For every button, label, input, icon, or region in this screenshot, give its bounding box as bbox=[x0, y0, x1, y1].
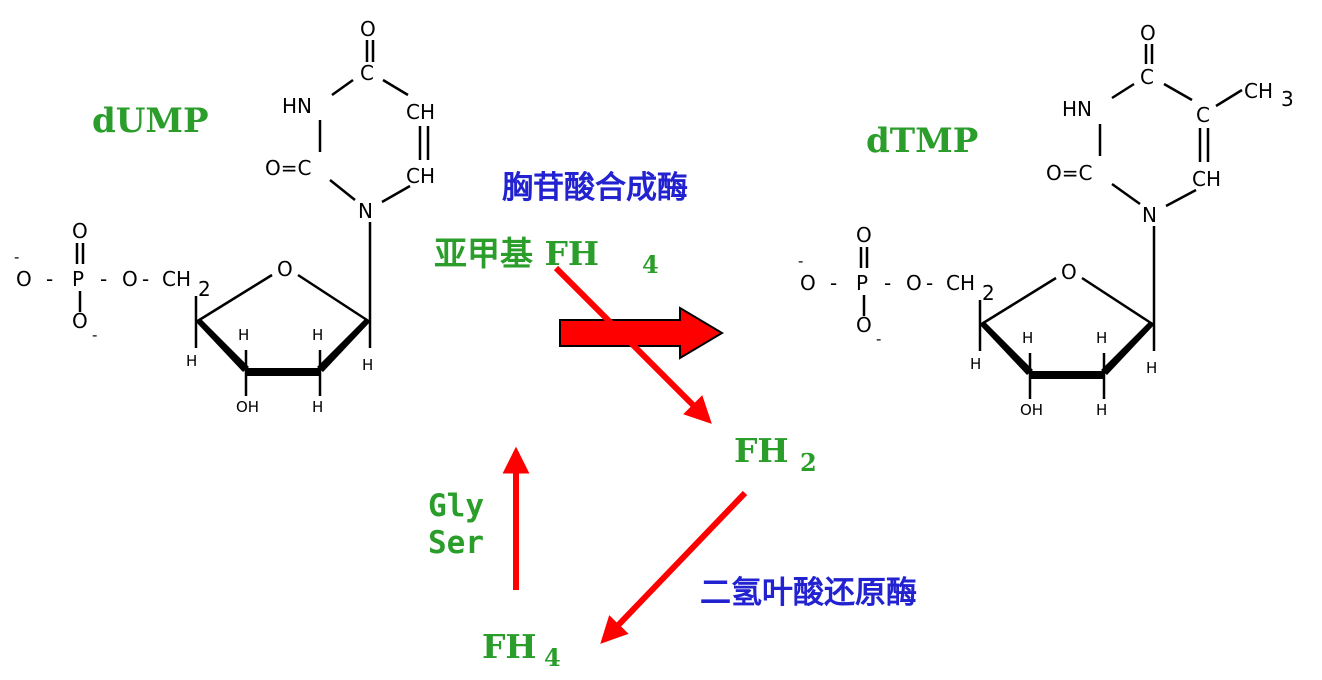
dtmp-methyl: CH bbox=[1244, 79, 1273, 103]
fh2-label: FH bbox=[734, 431, 789, 470]
dtmp-minus-1: - bbox=[798, 252, 803, 270]
dtmp-bond-ch-n bbox=[1165, 188, 1197, 208]
dtmp-ring-o: O bbox=[1061, 260, 1077, 284]
methylene-fh4-sub: 4 bbox=[642, 250, 659, 279]
dump-bond-ch-n bbox=[381, 184, 411, 204]
dtmp-atom-o-top: O bbox=[1140, 21, 1156, 45]
dump-dash-3: - bbox=[142, 267, 149, 291]
dump-h-2: H bbox=[238, 326, 249, 344]
dump-bond-c-ch bbox=[382, 78, 409, 97]
dump-atom-ch-upper: CH bbox=[406, 100, 435, 124]
dtmp-dash-3: - bbox=[926, 271, 933, 295]
dtmp-phosphate-o-top: O bbox=[856, 223, 872, 247]
pathway: 胸苷酸合成酶 亚甲基 FH 4 FH 2 二氢叶酸还原酶 FH 4 Gly Se… bbox=[428, 170, 917, 672]
dump-bond-o-c1 bbox=[297, 273, 371, 324]
dump-atom-n: N bbox=[358, 199, 373, 223]
dtmp-minus-2: - bbox=[876, 330, 881, 348]
dtmp-dash-2: - bbox=[884, 271, 891, 295]
dump-phosphate-o-bottom: O bbox=[72, 309, 88, 333]
dtmp-atom-oc: O=C bbox=[1046, 161, 1092, 185]
methylene-fh4-label: 亚甲基 FH bbox=[434, 234, 599, 273]
enzyme-dhfr: 二氢叶酸还原酶 bbox=[700, 575, 917, 611]
dtmp-wedge-right bbox=[1101, 321, 1154, 375]
fh2-sub: 2 bbox=[800, 448, 817, 477]
dtmp-atom-nh: HN bbox=[1062, 97, 1092, 121]
dump-dash-2: - bbox=[100, 267, 107, 291]
dump-atom-oc: O=C bbox=[265, 156, 311, 180]
dtmp-phosphate-p: P bbox=[856, 271, 868, 295]
main-reaction-arrow bbox=[559, 306, 724, 360]
dtmp-ch2-sub: 2 bbox=[982, 281, 995, 305]
dump-phosphate-p: P bbox=[72, 267, 84, 291]
fh2-to-fh4-arrow bbox=[600, 490, 748, 644]
dtmp-phosphate-o-bottom: O bbox=[856, 313, 872, 337]
dump-bond-c4-o bbox=[195, 273, 273, 324]
dtmp-bond-c4-o bbox=[979, 276, 1057, 327]
dump-bond-c-n bbox=[329, 179, 356, 201]
dtmp-wedge-left bbox=[980, 321, 1033, 375]
dtmp-ester-o: O bbox=[906, 271, 922, 295]
dump-wedge-left bbox=[196, 318, 249, 372]
dump-ch2-sub: 2 bbox=[198, 277, 211, 301]
dtmp-h-1: H bbox=[970, 355, 981, 373]
dump-atom-ch-lower: CH bbox=[406, 164, 435, 188]
dump-label: dUMP bbox=[92, 101, 209, 141]
dump-oh: OH bbox=[236, 398, 259, 416]
enzyme-thymidylate-synthase: 胸苷酸合成酶 bbox=[502, 170, 688, 206]
dtmp-bond-c-c5 bbox=[1163, 82, 1193, 102]
dtmp-h-3: H bbox=[1096, 329, 1107, 347]
dump-dash-1: - bbox=[46, 267, 53, 291]
dtmp-bond-o-c1 bbox=[1081, 276, 1155, 327]
fh4-label: FH bbox=[482, 627, 537, 666]
dump-minus-2: - bbox=[92, 326, 97, 344]
dump-atom-nh: HN bbox=[282, 94, 312, 118]
dump-minus-1: - bbox=[14, 248, 19, 266]
dump-ring-o: O bbox=[277, 257, 293, 281]
dtmp-dash-1: - bbox=[830, 271, 837, 295]
dtmp-atom-c-top: C bbox=[1140, 65, 1154, 89]
dump-h-4: H bbox=[362, 356, 373, 374]
dtmp-bond-c-n bbox=[1111, 182, 1141, 206]
dump-wedge-right bbox=[317, 318, 370, 372]
dump-phosphate-o-left: O bbox=[16, 267, 32, 291]
dump-atom-o-top: O bbox=[360, 17, 376, 41]
dump-molecule: dUMP O C HN CH O=C CH N - O - O P O - - … bbox=[14, 17, 435, 416]
dtmp-h-4: H bbox=[1146, 359, 1157, 377]
methylene-to-fh2-arrow bbox=[553, 265, 712, 424]
dtmp-atom-c5: C bbox=[1196, 103, 1210, 127]
dtmp-methyl-sub: 3 bbox=[1281, 87, 1294, 111]
dtmp-bond-methyl bbox=[1215, 88, 1243, 108]
fh4-sub: 4 bbox=[544, 643, 561, 672]
dump-bond-c-nh bbox=[331, 78, 354, 97]
dump-ch2: CH bbox=[162, 267, 191, 291]
dump-h-3: H bbox=[312, 326, 323, 344]
dtmp-phosphate-o-left: O bbox=[800, 271, 816, 295]
dtmp-bond-c-nh bbox=[1111, 82, 1135, 100]
dtmp-h-2: H bbox=[1022, 329, 1033, 347]
dtmp-molecule: dTMP O C HN C CH 3 O=C CH N - O - O P O … bbox=[798, 21, 1294, 419]
dtmp-label: dTMP bbox=[866, 121, 978, 161]
dump-h-1: H bbox=[186, 352, 197, 370]
dump-atom-c-top: C bbox=[360, 61, 374, 85]
dump-h-5: H bbox=[312, 398, 323, 416]
gly-label: Gly bbox=[428, 488, 484, 524]
dump-phosphate-o-top: O bbox=[72, 219, 88, 243]
dump-ester-o: O bbox=[122, 267, 138, 291]
ser-label: Ser bbox=[428, 525, 484, 561]
dtmp-ch2: CH bbox=[946, 271, 975, 295]
dtmp-atom-n: N bbox=[1142, 203, 1157, 227]
dtmp-atom-ch-lower: CH bbox=[1192, 167, 1221, 191]
dtmp-oh: OH bbox=[1020, 401, 1043, 419]
dtmp-h-5: H bbox=[1096, 401, 1107, 419]
